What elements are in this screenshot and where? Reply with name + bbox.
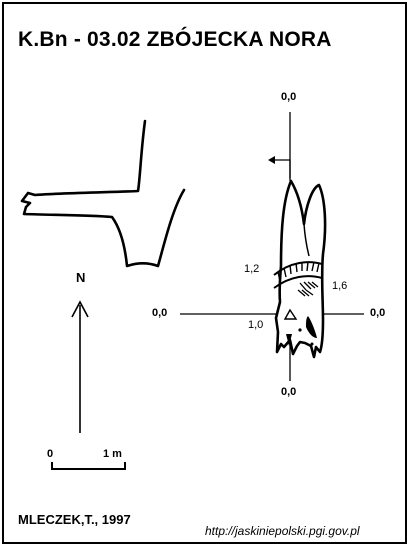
section-label-right: 0,0 (370, 307, 386, 319)
scale-bar (51, 462, 126, 470)
source-url: http://jaskiniepolski.pgi.gov.pl (205, 524, 360, 538)
ledge-arc-lower (273, 275, 323, 289)
north-label: N (76, 270, 86, 285)
depth-label-3: 1,0 (248, 319, 264, 331)
floor-marks (286, 328, 314, 346)
plan-inner-line (303, 223, 310, 257)
section-label-top: 0,0 (281, 91, 297, 103)
map-title: K.Bn - 03.02 ZBÓJECKA NORA (18, 28, 332, 51)
ledge-ticks-lower (297, 281, 319, 297)
entrance-triangle-icon (283, 308, 298, 320)
scale-end-label: 1 m (103, 448, 122, 460)
north-arrow-icon (71, 300, 89, 318)
ledge-ticks-upper (277, 261, 320, 282)
direction-arrow (275, 159, 291, 178)
depth-label-2: 1,6 (332, 280, 348, 292)
section-label-left: 0,0 (152, 307, 168, 319)
cave-profile-section (20, 119, 186, 268)
scale-start-label: 0 (47, 448, 54, 460)
section-label-bottom: 0,0 (281, 386, 297, 398)
depth-label-1: 1,2 (244, 263, 260, 275)
rock-block (306, 316, 317, 338)
author-credit: MLECZEK,T., 1997 (18, 512, 131, 527)
